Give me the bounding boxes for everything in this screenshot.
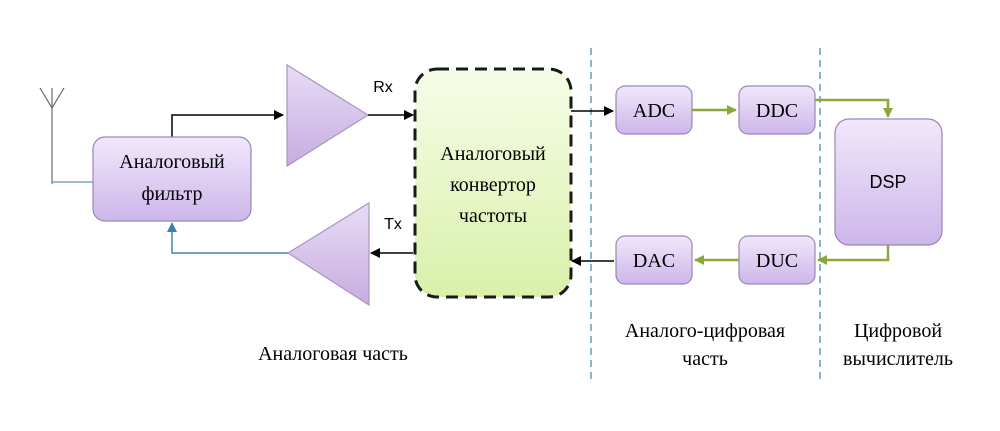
analog-filter-block bbox=[92, 136, 252, 222]
ddc-block bbox=[738, 85, 816, 135]
adc-label: ADC bbox=[633, 100, 675, 122]
rx-amplifier-triangle bbox=[286, 63, 370, 168]
dac-block bbox=[615, 235, 693, 285]
converter-label-line2: конвертор bbox=[450, 174, 536, 196]
analog-section-label: Аналоговая часть bbox=[258, 343, 408, 365]
dac-label: DAC bbox=[633, 250, 675, 272]
tx-label: Tx bbox=[384, 216, 402, 233]
duc-label: DUC bbox=[756, 250, 798, 272]
ddc-to-dsp-arrow bbox=[815, 98, 893, 118]
converter-label-line3: частоты bbox=[459, 205, 527, 227]
ddc-label: DDC bbox=[756, 100, 798, 122]
analog-filter-label-line1: Аналоговый bbox=[119, 151, 225, 173]
digital-section-label-line1: Цифровой bbox=[854, 320, 942, 342]
rx-label: Rx bbox=[373, 79, 393, 96]
digital-section-label-line2: вычислитель bbox=[843, 348, 953, 370]
mixed-section-label-line2: часть bbox=[682, 348, 728, 370]
antenna-icon bbox=[39, 87, 65, 184]
analog-filter-label-line2: фильтр bbox=[142, 183, 203, 205]
tx-amplifier-triangle bbox=[286, 201, 370, 307]
dsp-to-duc-arrow bbox=[817, 245, 890, 265]
dsp-label: DSP bbox=[869, 172, 906, 192]
tx-amp-to-filter-arrow bbox=[167, 222, 288, 254]
filter-to-rx-amp-arrow bbox=[171, 110, 284, 137]
mixed-section-label-line1: Аналого-цифровая bbox=[625, 320, 785, 342]
converter-label-line1: Аналоговый bbox=[440, 143, 546, 165]
frequency-converter-block bbox=[413, 67, 573, 299]
